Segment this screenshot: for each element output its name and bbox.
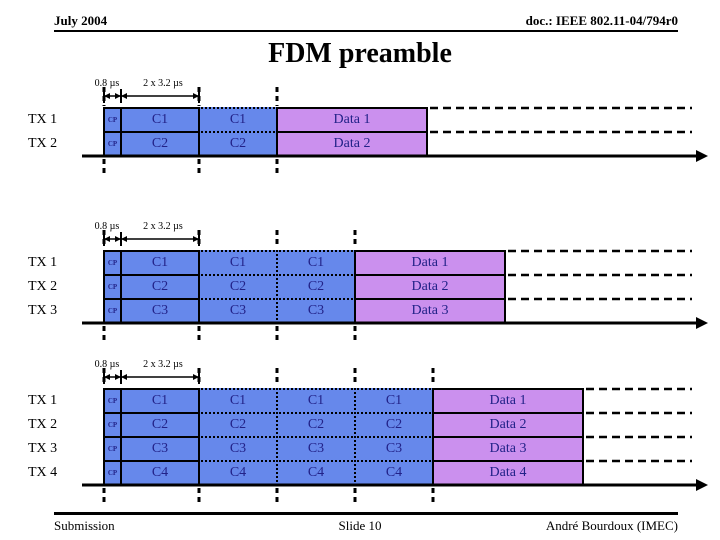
training-block-repeat: C3 [354,436,434,462]
training-block-repeat: C1 [198,250,278,276]
tx4-label: TX 4 [28,465,58,480]
symbol-duration-label: 2 x 3.2 µs [143,221,183,232]
training-block-repeat: C4 [198,460,278,486]
training-block: C3 [120,298,200,324]
data-block: Data 3 [432,436,584,462]
training-block-repeat: C3 [198,436,278,462]
data-block: Data 2 [432,412,584,438]
symbol-duration-label: 2 x 3.2 µs [143,78,183,89]
footer-slide-number: Slide 10 [338,518,382,533]
training-block-repeat: C1 [276,250,356,276]
training-block: C1 [120,250,200,276]
training-block-repeat: C1 [276,388,356,414]
data-block: Data 2 [354,274,506,300]
tx3-label: TX 3 [28,441,58,456]
cp-duration-label: 0.8 µs [94,359,120,370]
training-block-repeat: C1 [354,388,434,414]
tx1-label: TX 1 [28,112,58,127]
cp-duration-label: 0.8 µs [94,78,120,89]
training-block: C2 [120,412,200,438]
tx1-label: TX 1 [28,393,58,408]
data-block: Data 4 [432,460,584,486]
tx1-label: TX 1 [28,255,58,270]
header-doc-number: doc.: IEEE 802.11-04/794r0 [525,13,678,28]
footer-author: André Bourdoux (IMEC) [545,518,678,533]
header-date: July 2004 [54,13,108,28]
tx3-label: TX 3 [28,303,58,318]
tx2-label: TX 2 [28,417,58,432]
training-block: C1 [120,107,200,133]
data-block: Data 2 [276,131,428,157]
training-block-repeat: C1 [198,107,278,133]
training-block-repeat: C4 [354,460,434,486]
training-block-repeat: C2 [198,131,278,157]
training-block-repeat: C3 [276,298,356,324]
training-block-repeat: C3 [198,298,278,324]
training-block-repeat: C2 [198,412,278,438]
footer-submission: Submission [54,518,115,533]
footer-rule [54,512,678,515]
training-block-repeat: C1 [198,388,278,414]
training-block-repeat: C3 [276,436,356,462]
cp-duration-label: 0.8 µs [94,221,120,232]
training-block: C3 [120,436,200,462]
training-block: C4 [120,460,200,486]
training-block-repeat: C2 [276,412,356,438]
training-block-repeat: C2 [198,274,278,300]
training-block-repeat: C4 [276,460,356,486]
slide-title: FDM preamble [268,38,452,69]
header-rule [54,30,678,32]
tx2-label: TX 2 [28,279,58,294]
training-block-repeat: C2 [354,412,434,438]
data-block: Data 1 [276,107,428,133]
tx2-label: TX 2 [28,136,58,151]
training-block-repeat: C2 [276,274,356,300]
training-block: C2 [120,131,200,157]
symbol-duration-label: 2 x 3.2 µs [143,359,183,370]
training-block: C1 [120,388,200,414]
data-block: Data 1 [432,388,584,414]
data-block: Data 3 [354,298,506,324]
data-block: Data 1 [354,250,506,276]
training-block: C2 [120,274,200,300]
